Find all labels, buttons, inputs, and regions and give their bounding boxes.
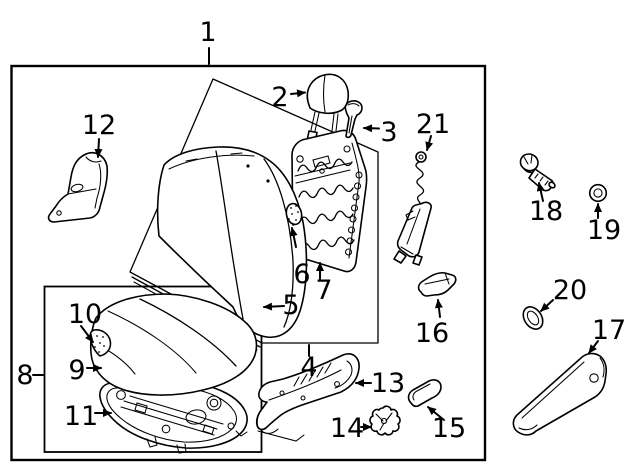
assembly-box-1 — [10, 64, 487, 462]
leader-2 — [290, 89, 306, 98]
cushion-box-8 — [43, 285, 263, 453]
callout-14: 14 — [330, 413, 364, 444]
callout-18: 18 — [529, 196, 563, 227]
part-6-side-patch — [285, 202, 303, 226]
part-5-seatback-cushion — [156, 146, 308, 338]
callout-1: 1 — [199, 17, 216, 48]
callout-20: 20 — [553, 275, 587, 306]
part-14-adjuster-knob — [369, 405, 401, 436]
callout-12: 12 — [82, 110, 116, 141]
callout-13: 13 — [371, 368, 405, 399]
leader-10 — [80, 325, 94, 343]
callout-5: 5 — [282, 290, 299, 321]
callout-15: 15 — [432, 413, 466, 444]
leader-21 — [425, 135, 434, 151]
leader-lines — [32, 47, 602, 431]
part-20-grommet — [522, 306, 544, 330]
callout-19: 19 — [587, 215, 621, 246]
callout-2: 2 — [271, 82, 288, 113]
part-9-seat-cushion — [89, 293, 258, 396]
part-19-nut — [588, 183, 608, 203]
part-3-headrest-guide — [344, 100, 363, 139]
part-11-seat-pan — [99, 378, 248, 454]
part-18-bolt — [519, 153, 556, 192]
part-2-headrest — [306, 73, 350, 132]
callout-8: 8 — [16, 360, 33, 391]
part-13-side-valance — [255, 353, 360, 442]
callout-16: 16 — [415, 318, 449, 349]
callout-11: 11 — [64, 401, 98, 432]
leader-12 — [94, 138, 103, 158]
leader-18 — [536, 182, 545, 202]
callout-10: 10 — [68, 299, 102, 330]
leader-3 — [363, 124, 380, 133]
leader-20 — [540, 299, 554, 312]
callout-17: 17 — [592, 315, 626, 346]
leader-15 — [427, 406, 445, 421]
part-16-handle — [417, 271, 457, 297]
callout-4: 4 — [300, 352, 317, 383]
leader-16 — [434, 299, 443, 318]
leader-6 — [289, 227, 298, 248]
leader-17 — [588, 340, 599, 354]
part-17-side-shield — [512, 352, 608, 436]
part-21-pretensioner — [393, 151, 432, 266]
callout-9: 9 — [68, 355, 85, 386]
callout-7: 7 — [315, 275, 332, 306]
callout-labels: 1 2 3 4 5 6 7 8 9 10 11 12 13 14 15 16 1… — [16, 17, 626, 444]
leader-5 — [263, 302, 285, 311]
callout-21: 21 — [416, 109, 450, 140]
part-15-cap — [407, 379, 442, 408]
part-12-side-cover — [47, 151, 109, 223]
callout-3: 3 — [380, 117, 397, 148]
callout-6: 6 — [293, 259, 310, 290]
